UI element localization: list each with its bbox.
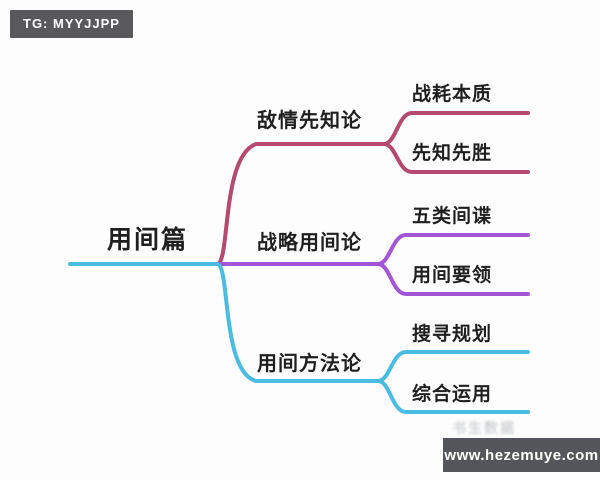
mindmap-leaf-node-1-2[interactable]: 先知先胜: [412, 143, 493, 164]
branch3-child2-connector: [376, 379, 530, 414]
mindmap-leaf-node-1-1[interactable]: 战耗本质: [412, 84, 493, 105]
branch2-child1-connector: [376, 233, 530, 266]
mindmap-leaf-node-3-2[interactable]: 综合运用: [412, 384, 493, 405]
branch1-connector: [216, 142, 386, 266]
mindmap-branch-node-1[interactable]: 敌情先知论: [257, 110, 362, 132]
branch3-connector: [216, 262, 380, 383]
mindmap-leaf-node-2-2[interactable]: 用间要领: [412, 265, 493, 286]
branch3-child1-connector: [376, 350, 530, 383]
mindmap-root-node[interactable]: 用间篇: [107, 226, 189, 254]
mindmap-leaf-node-2-1[interactable]: 五类间谍: [412, 206, 493, 227]
site-watermark-bar: www.hezemuye.com: [443, 438, 600, 472]
mindmap-branch-node-2[interactable]: 战略用间论: [257, 232, 362, 254]
tg-watermark-badge: TG: MYYJJPP: [10, 10, 133, 38]
branch1-child1-connector: [382, 111, 530, 146]
mindmap-leaf-node-3-1[interactable]: 搜寻规划: [412, 324, 493, 345]
branch2-child2-connector: [376, 262, 530, 296]
mindmap-branch-node-3[interactable]: 用间方法论: [257, 353, 362, 375]
faint-watermark: 书生数据: [452, 420, 516, 436]
branch1-child2-connector: [382, 142, 530, 174]
